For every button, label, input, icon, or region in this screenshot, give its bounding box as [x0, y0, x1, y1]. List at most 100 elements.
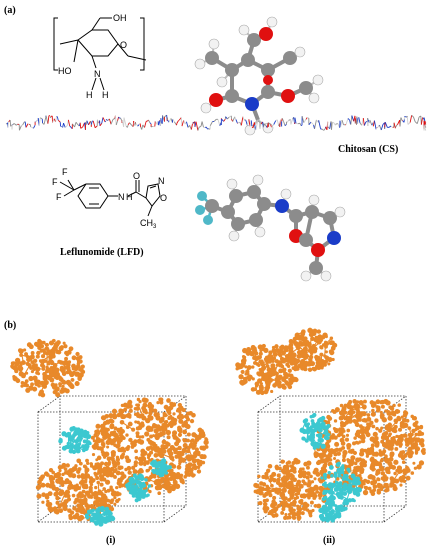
cluster-atom	[138, 439, 145, 445]
cluster-atom	[160, 459, 166, 465]
cluster-atom	[333, 474, 338, 479]
cluster-atom	[313, 503, 318, 508]
cluster-atom	[99, 482, 104, 487]
cluster-atom	[239, 362, 246, 368]
cluster-atom	[50, 382, 56, 388]
cluster-atom	[54, 341, 60, 347]
cluster-atom	[395, 434, 399, 438]
cluster-atom	[79, 432, 85, 438]
chain-bond	[217, 119, 221, 126]
cluster-atom	[371, 408, 375, 413]
chain-bond	[154, 121, 156, 127]
cluster-atom	[350, 473, 356, 479]
cluster-atom	[130, 444, 135, 449]
cluster-atom	[141, 481, 146, 485]
cluster-atom	[166, 435, 171, 440]
chain-bond	[268, 122, 271, 125]
chain-bond	[27, 123, 30, 125]
cluster-atom	[182, 438, 186, 442]
cluster-atom	[265, 364, 270, 369]
chain-bond	[207, 128, 209, 130]
chain-bond	[94, 125, 98, 129]
cluster-atom	[315, 490, 319, 494]
cluster-atom	[382, 449, 387, 454]
cluster-atom	[324, 341, 330, 346]
chain-bond	[406, 116, 409, 125]
cluster-atom	[177, 425, 182, 430]
cluster-atom	[74, 380, 80, 387]
cluster-atom	[58, 439, 63, 444]
cluster-atom	[71, 449, 77, 454]
cluster-atom	[171, 458, 175, 462]
chain-bond	[102, 117, 106, 123]
cluster-atom	[287, 384, 293, 390]
chain-bond	[86, 120, 89, 126]
cluster-atom	[133, 412, 138, 416]
cluster-atom	[105, 498, 110, 503]
cluster-atom	[311, 366, 316, 371]
cluster-atom	[370, 443, 375, 448]
cluster-atom	[138, 400, 142, 404]
cluster-atom	[115, 470, 121, 476]
cluster-atom	[313, 451, 319, 457]
cluster-atom	[281, 368, 286, 373]
cluster-atom	[323, 468, 328, 473]
chain-bond	[349, 120, 351, 125]
cluster-atom	[159, 473, 163, 477]
cluster-atom	[144, 489, 148, 493]
chitosan-polymer-chain	[5, 114, 427, 131]
chain-bond	[107, 118, 110, 121]
cluster-atom	[235, 366, 239, 371]
cluster-atom	[113, 495, 117, 500]
cluster-atom	[281, 478, 287, 484]
cluster-atom	[107, 439, 113, 445]
cluster-atom	[48, 507, 54, 513]
cluster-atom	[296, 479, 302, 485]
cluster-atom	[376, 477, 380, 481]
chain-bond	[174, 121, 177, 126]
cluster-atom	[57, 465, 63, 470]
cluster-atom	[88, 485, 93, 490]
cluster-atom	[98, 469, 102, 473]
chain-bond	[245, 120, 248, 126]
cluster-atom	[168, 405, 173, 411]
cluster-atom	[374, 443, 380, 448]
cluster-atom	[37, 479, 42, 485]
cluster-atom	[361, 411, 367, 417]
cluster-atom	[304, 418, 309, 423]
leflunomide-3d-model	[195, 174, 346, 282]
chain-bond	[312, 123, 314, 126]
cluster-atom	[372, 431, 378, 437]
cluster-atom	[153, 412, 158, 417]
cluster-atom	[196, 450, 201, 456]
cluster-atom	[151, 459, 157, 465]
cluster-atom	[339, 403, 344, 408]
cluster-atom	[324, 350, 328, 354]
cluster-atom	[356, 487, 362, 493]
cluster-atom	[67, 480, 72, 485]
cluster-atom	[147, 484, 152, 488]
cluster-atom	[81, 489, 86, 494]
chain-bond	[149, 122, 152, 125]
cluster-atom	[98, 473, 103, 478]
cluster-atom	[274, 487, 279, 491]
chain-bond	[57, 119, 61, 123]
cluster-atom	[78, 481, 83, 485]
cluster-atom	[375, 399, 381, 405]
cluster-atom	[350, 497, 355, 502]
cluster-atom	[135, 493, 140, 498]
cluster-atom	[300, 511, 305, 516]
cluster-atom	[110, 498, 115, 502]
chain-bond	[79, 122, 82, 129]
lfd-f2: F	[52, 177, 58, 187]
cluster-atom	[99, 476, 105, 482]
cluster-atom	[287, 512, 291, 516]
cluster-atom	[100, 441, 106, 447]
cluster-atom	[94, 485, 98, 490]
cluster-atom	[316, 329, 322, 334]
cluster-atom	[328, 340, 334, 346]
cluster-atom	[135, 403, 139, 407]
cluster-atom	[79, 373, 84, 377]
cluster-atom	[367, 450, 373, 455]
cluster-atom	[26, 342, 32, 348]
